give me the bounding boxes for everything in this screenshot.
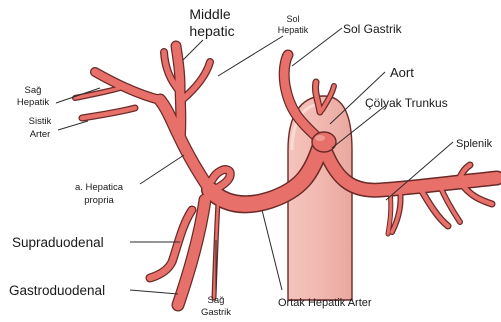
labels: Middle hepatic Sol Hepatik Sol Gastrik A… [9,6,493,318]
label-sol-hepatik-line2: Hepatik [278,25,309,35]
leader-hepatica-propria [140,155,184,184]
label-middle-hepatic-line2: hepatic [189,23,234,39]
label-colyak-trunkus: Çölyak Trunkus [365,96,448,110]
label-sag-gastrik-line2: Gastrik [201,307,231,318]
label-supraduodenal: Supraduodenal [12,235,104,250]
leader-gastroduodenal [130,290,178,294]
leader-ortak-hepatik [262,210,282,290]
leader-sistik-arter [58,121,88,130]
celiac-trunk-origin [312,132,336,152]
label-sol-hepatik-line1: Sol [286,14,299,24]
leader-sol-hepatik [218,36,283,76]
leader-middle-hepatic [183,40,203,60]
label-sag-hepatik-line1: Sağ [25,85,42,96]
aorta [288,96,352,300]
label-gastroduodenal: Gastroduodenal [9,283,105,298]
label-ortak-hepatik-arter: Ortak Hepatik Arter [278,297,372,309]
label-hepatica-propria-line1: a. Hepatica [75,182,124,193]
label-sistik-arter-line2: Arter [30,129,51,140]
vessel-fill [75,46,497,305]
label-sag-gastrik-line1: Sağ [208,295,225,306]
label-middle-hepatic-line1: Middle [189,6,230,22]
label-sol-gastrik: Sol Gastrik [343,22,403,36]
label-splenik: Splenik [456,138,493,150]
label-sag-hepatik-line2: Hepatik [17,97,49,108]
label-aort: Aort [390,65,414,80]
label-sistik-arter-line1: Sistik [29,116,52,127]
label-hepatica-propria-line2: propria [84,195,114,206]
